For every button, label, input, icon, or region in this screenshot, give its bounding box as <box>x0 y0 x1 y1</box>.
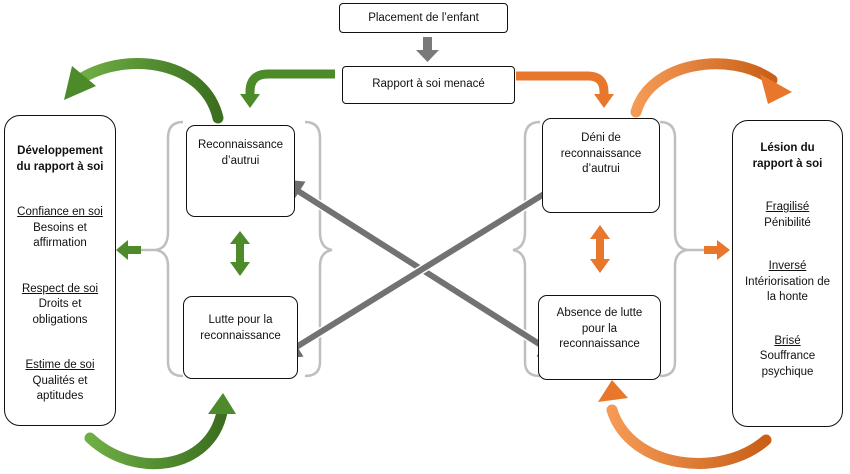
deni-line1: Déni de <box>581 132 621 144</box>
lutte-line2: reconnaissance <box>200 329 281 342</box>
absence-line1: Absence de lutte <box>556 307 643 319</box>
estime-line2: aptitudes <box>36 390 84 403</box>
respect-line2: obligations <box>32 313 88 326</box>
estime-line1: Qualités et <box>32 374 88 387</box>
lutte-box: Lutte pour la reconnaissance <box>183 296 298 379</box>
absence-box: Absence de lutte pour la reconnaissance <box>538 295 661 380</box>
confiance-line2: affirmation <box>33 237 87 250</box>
lutte-line1: Lutte pour la <box>208 314 273 326</box>
arrow-to-developpement <box>116 240 156 260</box>
developpement-title-line2: du rapport à soi <box>16 160 104 173</box>
brise-line2: psychique <box>761 365 814 378</box>
curved-arrow-orange-bottom <box>598 380 772 469</box>
rapport-label: Rapport à soi menacé <box>372 78 485 90</box>
confiance-line1: Besoins et <box>33 221 87 234</box>
lesion-title-line1: Lésion du <box>760 142 815 154</box>
respect-line1: Droits et <box>38 298 82 311</box>
developpement-panel: Développement du rapport à soi Confiance… <box>4 115 116 426</box>
arrow-rapport-to-deni <box>516 71 614 108</box>
inverse-line1: Intériorisation de <box>744 275 831 288</box>
absence-line2: pour la <box>581 322 618 335</box>
double-arrow-orange <box>590 225 610 273</box>
developpement-title-line1: Développement <box>17 145 103 157</box>
double-arrow-green <box>230 231 250 276</box>
curved-arrow-green-top <box>64 57 224 124</box>
absence-line3: reconnaissance <box>559 338 640 351</box>
reconnaissance-line2: d’autrui <box>221 154 260 167</box>
respect-heading: Respect de soi <box>21 282 99 295</box>
lesion-title-line2: rapport à soi <box>752 157 823 170</box>
fragilise-heading: Fragilisé <box>765 201 810 214</box>
deni-line2: reconnaissance <box>560 147 642 160</box>
curved-arrow-orange-top <box>630 58 792 118</box>
arrow-to-lesion <box>687 240 730 260</box>
deni-box: Déni de reconnaissance d’autrui <box>542 118 660 213</box>
lesion-panel: Lésion du rapport à soi Fragilisé Pénibi… <box>732 120 843 427</box>
curved-arrow-green-bottom <box>84 393 236 470</box>
placement-label: Placement de l’enfant <box>368 12 479 24</box>
inverse-line2: la honte <box>767 291 808 304</box>
brise-heading: Brisé <box>774 334 801 347</box>
cross-arrow-deni-lutte <box>276 175 574 360</box>
deni-line3: d’autrui <box>582 163 620 176</box>
arrow-rapport-to-reconnaissance <box>240 69 335 108</box>
reconnaissance-box: Reconnaissance d’autrui <box>186 125 295 217</box>
inverse-heading: Inversé <box>768 260 807 273</box>
confiance-heading: Confiance en soi <box>17 206 103 219</box>
brise-line1: Souffrance <box>759 350 816 363</box>
placement-box: Placement de l’enfant <box>339 3 508 33</box>
rapport-box: Rapport à soi menacé <box>342 66 515 104</box>
reconnaissance-line1: Reconnaissance <box>197 139 284 151</box>
fragilise-line1: Pénibilité <box>764 216 811 229</box>
estime-heading: Estime de soi <box>25 359 95 372</box>
arrow-placement-to-rapport <box>416 37 439 62</box>
